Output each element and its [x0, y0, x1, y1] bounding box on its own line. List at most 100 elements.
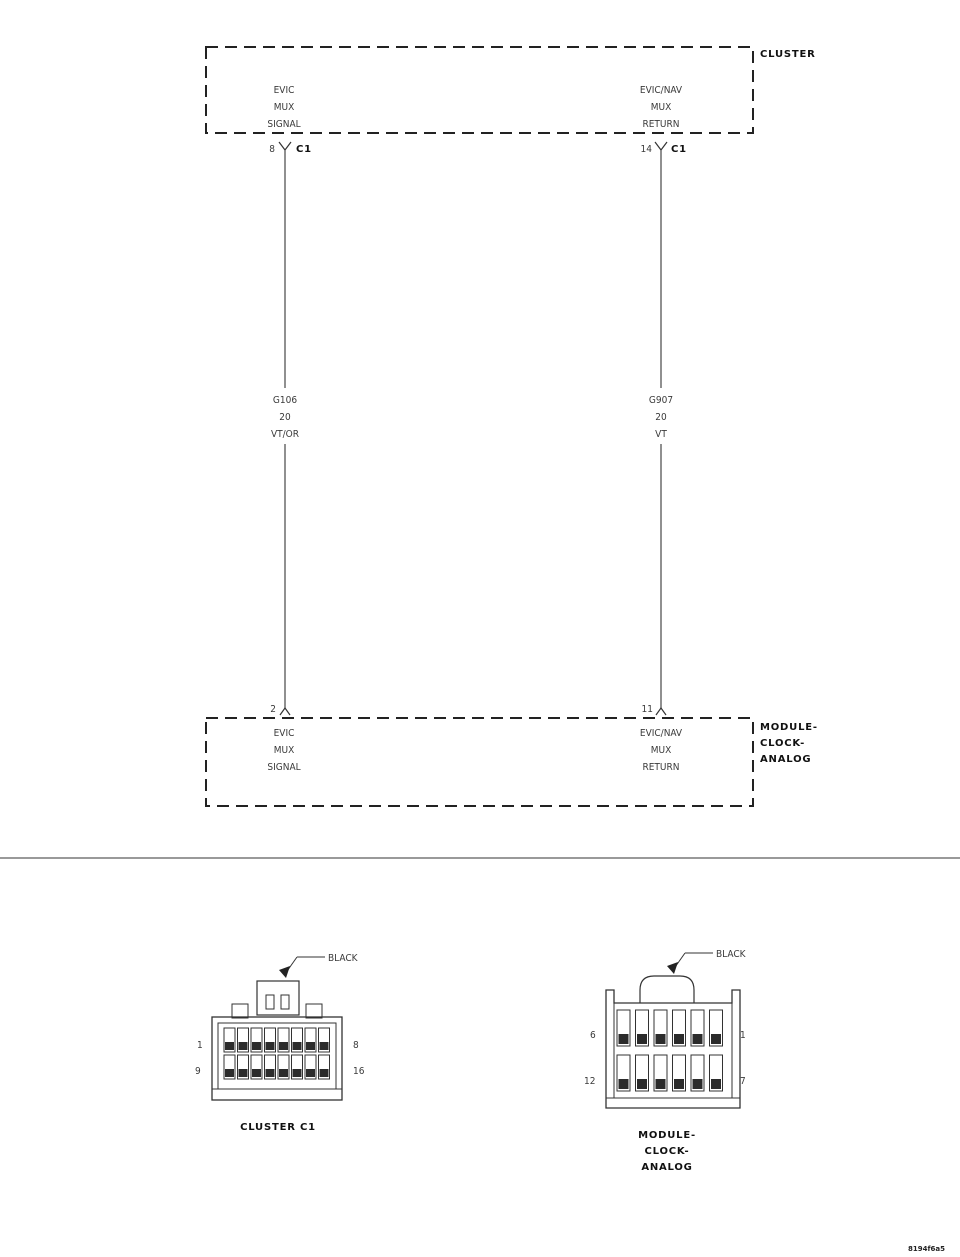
- cluster-title: CLUSTER: [760, 49, 816, 60]
- connector-symbol-icon: [279, 706, 291, 716]
- module-pin-6: 6: [590, 1030, 596, 1041]
- cluster-left-label-1: EVIC: [274, 85, 295, 96]
- cavity-outline: [709, 1009, 723, 1047]
- pin-terminal: [225, 1069, 234, 1077]
- pin-terminal: [292, 1042, 302, 1050]
- cluster-left-label-2: MUX: [274, 102, 295, 113]
- cavity-outline: [616, 1054, 631, 1092]
- module-title-1: MODULE-: [760, 722, 818, 733]
- cluster-right-label-1: EVIC/NAV: [640, 85, 683, 96]
- cluster-connector-caption: CLUSTER C1: [240, 1122, 316, 1133]
- pin-terminal: [618, 1034, 629, 1044]
- wire-left-color: VT/OR: [271, 429, 299, 440]
- cavity-outline: [250, 1027, 263, 1053]
- pin-terminal: [711, 1079, 721, 1089]
- cavity-outline: [709, 1054, 723, 1092]
- cavity-outline: [304, 1054, 317, 1080]
- module-pin-left-number: 2: [270, 704, 276, 715]
- module-right-label-2: MUX: [651, 745, 672, 756]
- pin-terminal: [265, 1042, 275, 1050]
- cavity-outline: [690, 1054, 705, 1092]
- wire-right-circuit: G907: [649, 395, 673, 406]
- cluster-pin-9: 9: [195, 1066, 201, 1077]
- pin-terminal: [319, 1069, 329, 1077]
- cluster-connector-color: BLACK: [328, 953, 359, 964]
- module-left-label-3: SIGNAL: [267, 762, 300, 773]
- cavity-outline: [277, 1027, 290, 1053]
- pin-terminal: [692, 1079, 703, 1089]
- module-right-label-1: EVIC/NAV: [640, 728, 683, 739]
- module-box: [205, 717, 754, 807]
- cavity-outline: [318, 1027, 330, 1053]
- pin-terminal: [319, 1042, 329, 1050]
- cluster-pin-1: 1: [197, 1040, 203, 1051]
- pin-terminal: [306, 1042, 315, 1050]
- pin-terminal: [637, 1079, 647, 1089]
- pin-terminal: [655, 1079, 666, 1089]
- connector-symbol-icon: [655, 706, 667, 716]
- cavity-outline: [635, 1054, 649, 1092]
- cluster-connector-left: C1: [296, 144, 312, 155]
- cavity-outline: [672, 1054, 686, 1092]
- pin-terminal: [265, 1069, 275, 1077]
- pin-terminal: [279, 1042, 288, 1050]
- cavity-outline: [237, 1054, 249, 1080]
- pin-terminal: [292, 1069, 302, 1077]
- pin-terminal: [618, 1079, 629, 1089]
- module-pin-12: 12: [584, 1076, 595, 1087]
- cavity-outline: [264, 1054, 276, 1080]
- cavity-outline: [223, 1027, 236, 1053]
- wire-right-gauge: 20: [655, 412, 667, 423]
- module-caption-2: CLOCK-: [644, 1146, 689, 1157]
- arrow-icon: [279, 966, 290, 978]
- module-caption-3: ANALOG: [641, 1162, 692, 1173]
- module-pin-1: 1: [740, 1030, 746, 1041]
- pin-terminal: [252, 1069, 261, 1077]
- wire-left-gauge: 20: [279, 412, 291, 423]
- connector-symbol-icon: [654, 141, 668, 151]
- pin-terminal: [225, 1042, 234, 1050]
- module-left-label-2: MUX: [274, 745, 295, 756]
- pin-terminal: [238, 1069, 248, 1077]
- cavity-outline: [291, 1027, 303, 1053]
- pin-terminal: [711, 1034, 721, 1044]
- cluster-pin-left-number: 8: [269, 144, 275, 155]
- module-connector-color: BLACK: [716, 949, 747, 960]
- cavity-outline: [616, 1009, 631, 1047]
- cavity-outline: [264, 1027, 276, 1053]
- pin-terminal: [252, 1042, 261, 1050]
- module-connector-view: BLACK 6 1 12 7 MODULE- CLOCK- ANALOG: [584, 949, 747, 1173]
- cavity-outline: [304, 1027, 317, 1053]
- cavity-outline: [291, 1054, 303, 1080]
- pin-terminal: [674, 1079, 684, 1089]
- connector-symbol-icon: [278, 141, 292, 151]
- arrow-icon: [667, 962, 678, 974]
- figure-id: 8194f6a5: [908, 1245, 945, 1253]
- cavity-outline: [690, 1009, 705, 1047]
- module-caption-1: MODULE-: [638, 1130, 696, 1141]
- cavity-outline: [223, 1054, 236, 1080]
- cavity-outline: [318, 1054, 330, 1080]
- cluster-box: [205, 46, 754, 134]
- pin-terminal: [674, 1034, 684, 1044]
- pin-terminal: [637, 1034, 647, 1044]
- module-title-2: CLOCK-: [760, 738, 805, 749]
- cavity-outline: [250, 1054, 263, 1080]
- cluster-connector-right: C1: [671, 144, 687, 155]
- cavity-outline: [635, 1009, 649, 1047]
- cavity-outline: [653, 1009, 668, 1047]
- cluster-right-label-2: MUX: [651, 102, 672, 113]
- cavity-outline: [237, 1027, 249, 1053]
- cavity-outline: [277, 1054, 290, 1080]
- wire-right-color: VT: [655, 429, 667, 440]
- pin-terminal: [306, 1069, 315, 1077]
- wire-left-circuit: G106: [273, 395, 297, 406]
- module-left-label-1: EVIC: [274, 728, 295, 739]
- module-title-3: ANALOG: [760, 754, 811, 765]
- cluster-left-label-3: SIGNAL: [267, 119, 300, 130]
- cluster-pin-16: 16: [353, 1066, 365, 1077]
- module-right-label-3: RETURN: [643, 762, 680, 773]
- pin-terminal: [279, 1069, 288, 1077]
- pin-terminal: [238, 1042, 248, 1050]
